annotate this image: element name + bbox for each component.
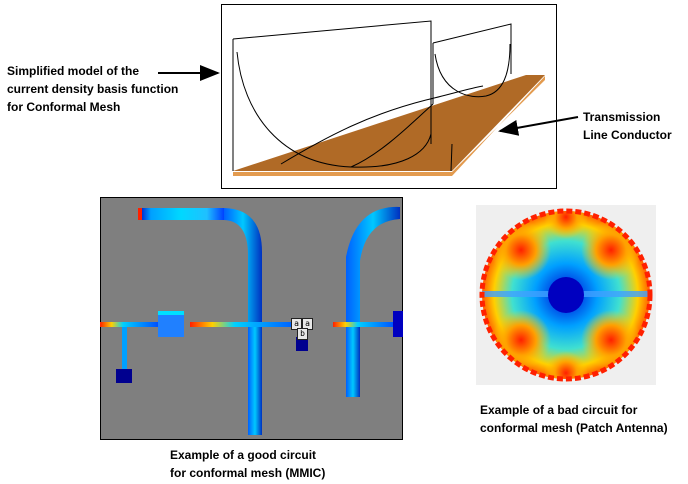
basis-curve-right [432,23,512,74]
mmic-current-plot [100,197,403,440]
bad-circuit-caption: Example of a bad circuit for conformal m… [480,403,668,435]
basis-function-figure [221,4,557,189]
basis-model-label: Simplified model of the current density … [7,64,179,114]
port-marker-icon[interactable]: b [297,328,308,340]
good-circuit-caption: Example of a good circuit for conformal … [170,448,326,480]
transmission-line-label: Transmission Line Conductor [583,110,672,142]
basis-curve-left [232,20,432,144]
patch-antenna-current-plot [476,205,656,385]
port-marker-icon[interactable]: a [291,318,302,330]
